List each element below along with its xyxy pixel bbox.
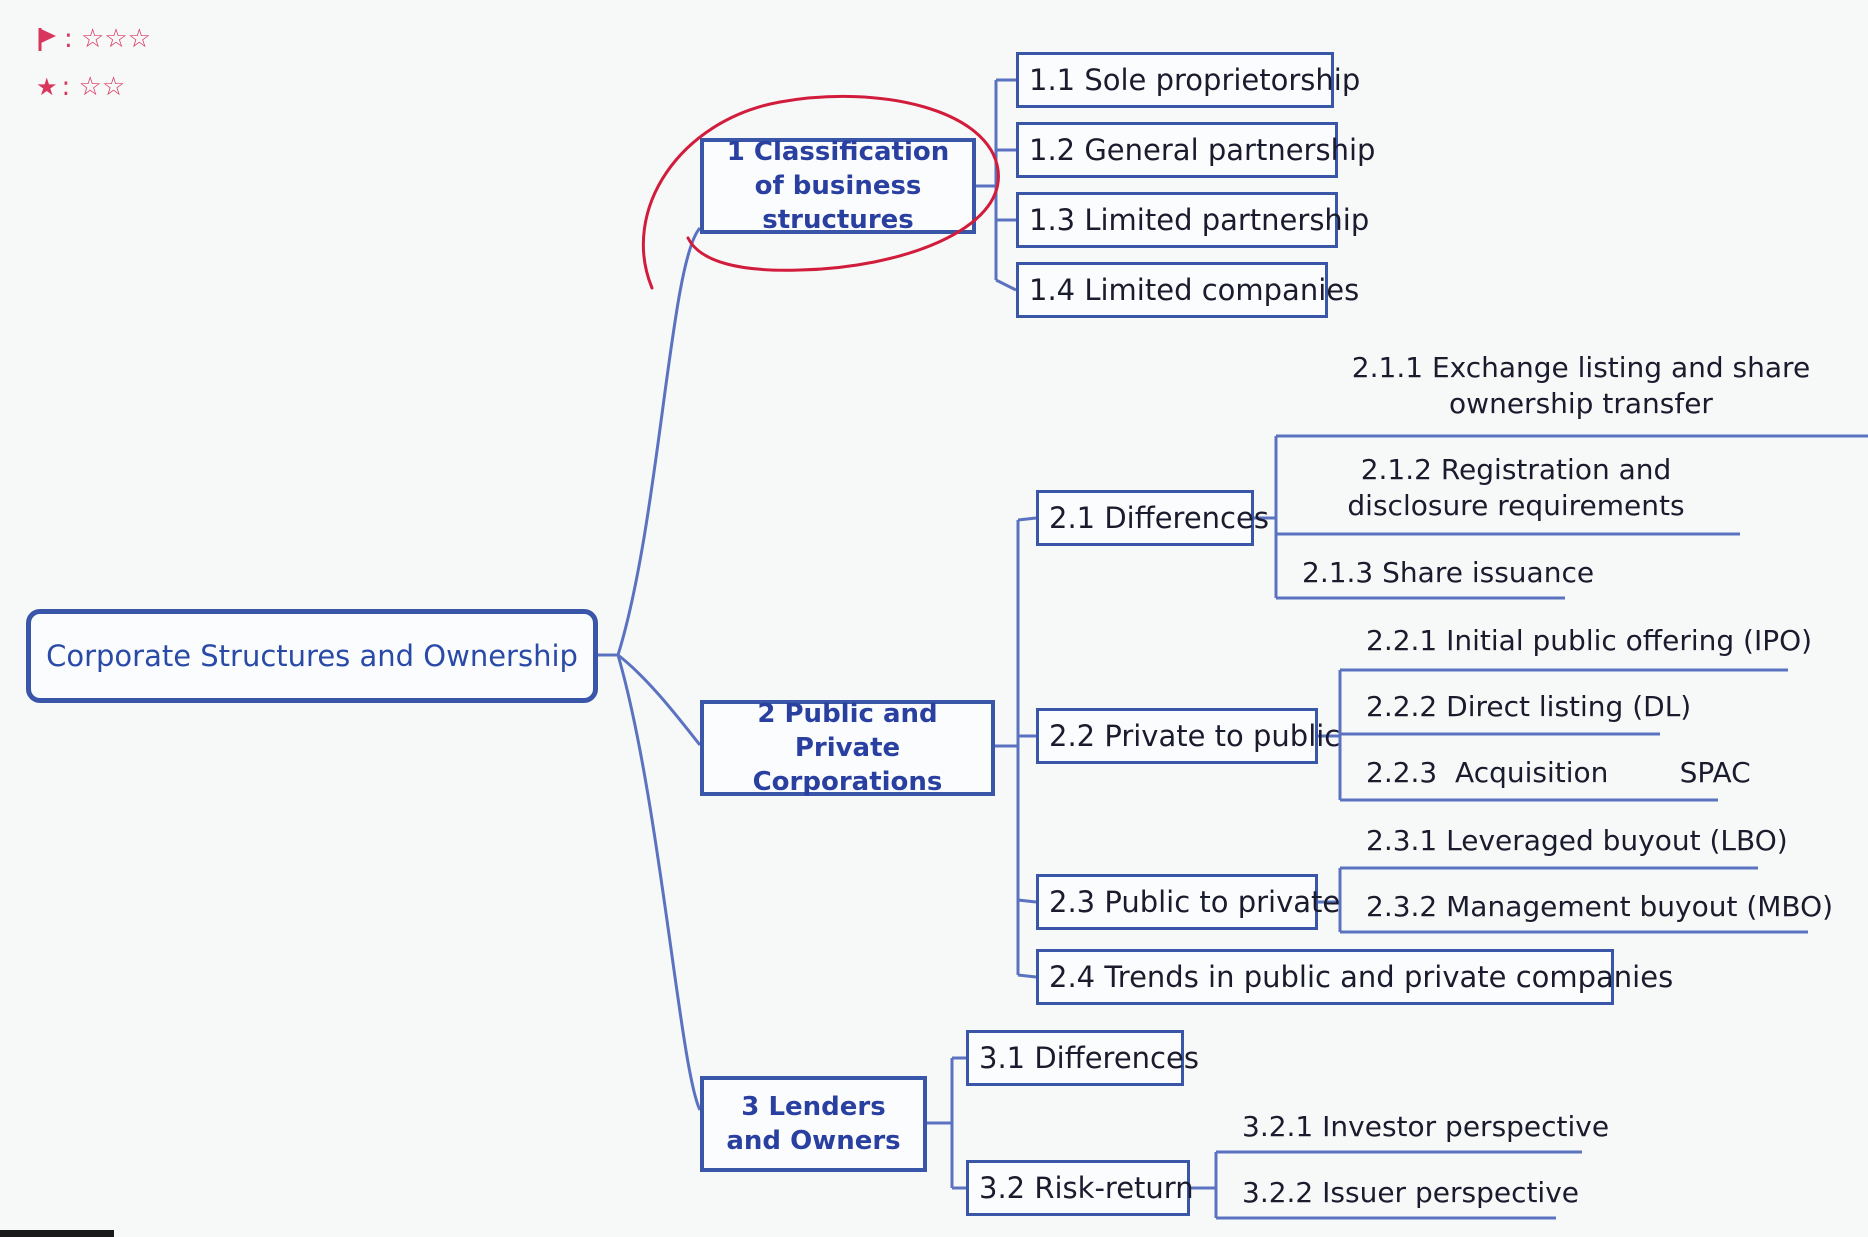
leaf-2-3-1[interactable]: 2.3.1 Leveraged buyout (LBO) xyxy=(1366,824,1788,857)
leaf-2-1-3[interactable]: 2.1.3 Share issuance xyxy=(1302,556,1595,589)
leaf-2-2-1[interactable]: 2.2.1 Initial public offering (IPO) xyxy=(1366,624,1813,657)
subtopic-2-2[interactable]: 2.2 Private to public xyxy=(1036,708,1340,764)
star-rating: : ☆☆ xyxy=(61,72,126,102)
subtopic-2-1[interactable]: 2.1 Differences xyxy=(1036,490,1269,546)
topic-label: 2 Public and Private Corporations xyxy=(752,699,943,797)
subtopic-1-1[interactable]: 1.1 Sole proprietorship xyxy=(1016,52,1360,108)
subtopic-label: 2.3 Public to private xyxy=(1049,885,1341,919)
leaf-2-2-3[interactable]: 2.2.3 Acquisition SPAC xyxy=(1366,756,1751,789)
subtopic-1-2[interactable]: 1.2 General partnership xyxy=(1016,122,1375,178)
leaf-3-2-2[interactable]: 3.2.2 Issuer perspective xyxy=(1242,1176,1580,1209)
legend-star-row: ★ : ☆☆ xyxy=(36,72,125,102)
subtopic-3-1[interactable]: 3.1 Differences xyxy=(966,1030,1199,1086)
leaf-3-2-1[interactable]: 3.2.1 Investor perspective xyxy=(1242,1110,1610,1143)
topic-node-3[interactable]: 3 Lenders and Owners xyxy=(700,1076,927,1172)
subtopic-2-4[interactable]: 2.4 Trends in public and private compani… xyxy=(1036,949,1673,1005)
subtopic-label: 1.3 Limited partnership xyxy=(1029,203,1370,237)
leaf-2-2-2[interactable]: 2.2.2 Direct listing (DL) xyxy=(1366,690,1692,723)
topic-node-2[interactable]: 2 Public and Private Corporations xyxy=(700,699,995,797)
subtopic-1-4[interactable]: 1.4 Limited companies xyxy=(1016,262,1359,318)
leaf-2-3-2[interactable]: 2.3.2 Management buyout (MBO) xyxy=(1366,890,1834,923)
subtopic-label: 2.4 Trends in public and private compani… xyxy=(1049,960,1674,994)
leaf-2-1-2[interactable]: 2.1.2 Registration and disclosure requir… xyxy=(1347,453,1685,522)
star-icon: ★ xyxy=(36,73,58,101)
root-node[interactable]: Corporate Structures and Ownership xyxy=(26,609,598,703)
subtopic-label: 3.2 Risk-return xyxy=(979,1171,1194,1205)
topic-label: 3 Lenders and Owners xyxy=(726,1092,901,1156)
subtopic-label: 2.1 Differences xyxy=(1049,501,1269,535)
flag-rating: : ☆☆☆ xyxy=(64,24,151,54)
subtopic-2-3[interactable]: 2.3 Public to private xyxy=(1036,874,1340,930)
legend-flag-row: : ☆☆☆ xyxy=(36,24,151,54)
subtopic-label: 3.1 Differences xyxy=(979,1041,1199,1075)
subtopic-label: 1.2 General partnership xyxy=(1029,133,1376,167)
leaf-2-1-1[interactable]: 2.1.1 Exchange listing and share ownersh… xyxy=(1351,351,1811,420)
subtopic-label: 1.4 Limited companies xyxy=(1029,273,1360,307)
root-label: Corporate Structures and Ownership xyxy=(46,639,578,673)
subtopic-label: 2.2 Private to public xyxy=(1049,719,1341,753)
subtopic-label: 1.1 Sole proprietorship xyxy=(1029,63,1361,97)
subtopic-3-2[interactable]: 3.2 Risk-return xyxy=(966,1160,1194,1216)
flag-icon xyxy=(38,28,56,51)
bottom-scroll-bar[interactable] xyxy=(0,1230,114,1237)
topic-node-1[interactable]: 1 Classification of business structures xyxy=(700,137,976,235)
subtopic-1-3[interactable]: 1.3 Limited partnership xyxy=(1016,192,1369,248)
topic-label: 1 Classification of business structures xyxy=(726,137,950,235)
